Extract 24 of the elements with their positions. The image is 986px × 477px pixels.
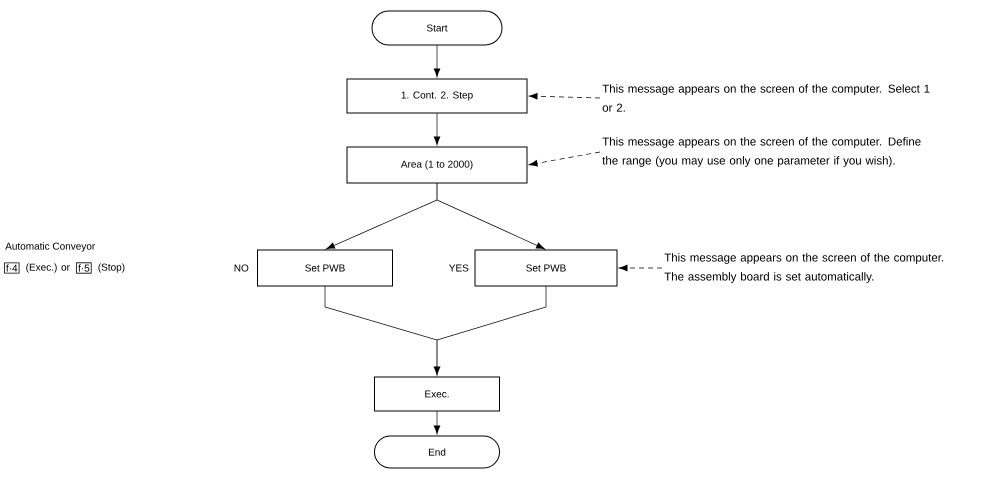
note-text: This message appears on the screen of the computer. The assembly board is set automatically. bbox=[664, 253, 944, 283]
arrow bbox=[434, 411, 440, 434]
key-label: f·4 bbox=[4, 262, 20, 274]
process-box: Set PWB bbox=[474, 250, 618, 286]
label-text: (Exec.) or bbox=[26, 263, 70, 273]
process-box: Set PWB bbox=[257, 250, 393, 286]
leader-line bbox=[618, 264, 662, 272]
arrow bbox=[434, 113, 440, 146]
branch-label: NO bbox=[234, 264, 248, 272]
process-box: Area (1 to 2000) bbox=[346, 146, 528, 184]
process-box: 1. Cont. 2. Step bbox=[346, 78, 528, 114]
note-text: This message appears on the screen of the computer. Define the range (you may use only one parameter if you wish). bbox=[602, 137, 921, 167]
terminal-box: End bbox=[374, 436, 500, 468]
terminal-box: Start bbox=[372, 10, 502, 46]
arrow bbox=[434, 286, 546, 376]
process-box: Exec. bbox=[374, 376, 500, 412]
leader-line bbox=[528, 93, 600, 100]
arrow bbox=[436, 183, 545, 250]
label-text: (Stop) bbox=[98, 263, 124, 273]
leader-line bbox=[528, 152, 600, 166]
note-text: This message appears on the screen of the computer. Select 1 or 2. bbox=[602, 84, 930, 112]
key-label: f·5 bbox=[76, 262, 92, 274]
arrow bbox=[434, 45, 440, 78]
label-text: Automatic Conveyor bbox=[5, 242, 96, 252]
